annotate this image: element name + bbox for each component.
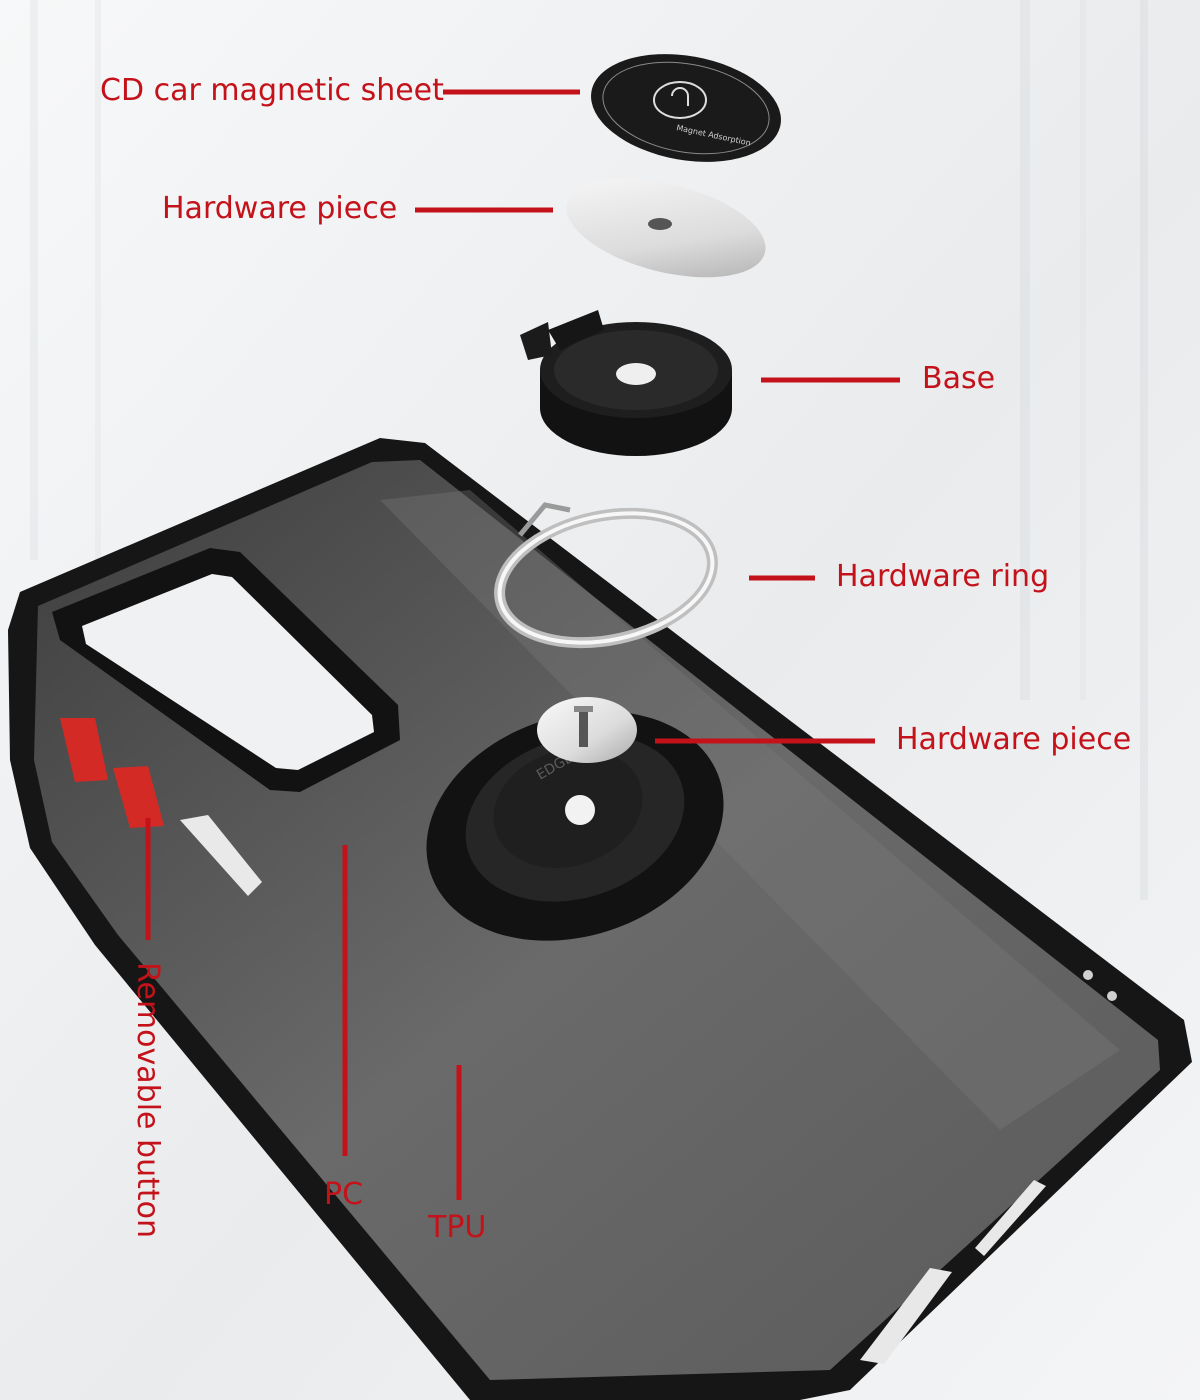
bottom-port-cutout	[860, 1268, 952, 1364]
magnet-icon	[653, 81, 707, 119]
hardware-ring	[494, 502, 718, 649]
camera-window	[82, 574, 374, 770]
leader-lines	[145, 89, 900, 1200]
mic-hole	[1107, 991, 1117, 1001]
base-part	[520, 310, 732, 456]
background-stripes	[30, 0, 1148, 900]
label-cd-car-magnetic-sheet: CD car magnetic sheet	[100, 73, 444, 108]
side-key-cutout	[180, 815, 262, 896]
label-base: Base	[922, 361, 996, 396]
label-removable-button: Removable button	[130, 962, 165, 1238]
magnetic-sheet: Magnet Adsorption	[591, 54, 781, 162]
removable-button-lower[interactable]	[113, 766, 164, 828]
ring-mount: EDGE 20 PRO	[426, 711, 724, 941]
hardware-disc	[566, 178, 766, 278]
removable-button-upper[interactable]	[60, 718, 108, 782]
mic-hole	[1083, 970, 1093, 980]
speaker-cutout	[975, 1180, 1046, 1256]
small-hardware-piece	[537, 697, 637, 763]
label-pc: PC	[324, 1177, 364, 1212]
mount-hole	[565, 795, 595, 825]
label-hardware-piece-lower: Hardware piece	[896, 722, 1132, 757]
label-hardware-ring: Hardware ring	[836, 559, 1050, 594]
pc-inner-sheen	[380, 490, 1120, 1130]
label-tpu: TPU	[428, 1210, 487, 1245]
label-hardware-piece-top: Hardware piece	[162, 191, 398, 226]
